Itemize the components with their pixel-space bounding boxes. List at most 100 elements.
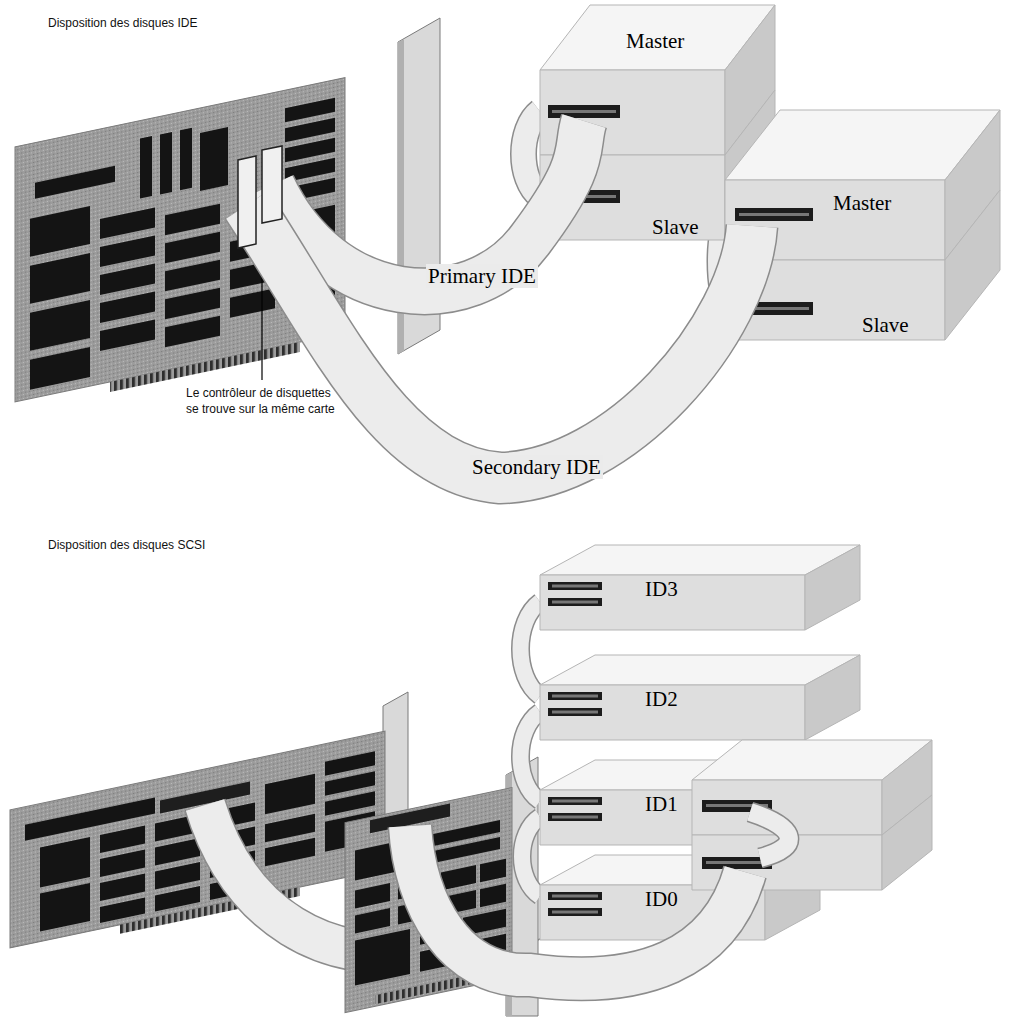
ribbon-cable: [247, 205, 752, 478]
drive-connector: [548, 708, 602, 716]
chip: [200, 127, 228, 191]
drive-connector: [548, 598, 602, 606]
chip: [100, 207, 155, 239]
ribbon-edge: [521, 712, 541, 801]
drive-face: [540, 685, 805, 740]
chip: [100, 874, 145, 901]
label-holder: Disposition des disques SCSI: [48, 538, 205, 552]
section-heading: Disposition des disques IDE: [48, 16, 197, 30]
drive-face: [540, 655, 860, 685]
drive-label: Slave: [862, 313, 909, 337]
chip: [325, 771, 375, 796]
ribbon-cable: [750, 812, 789, 858]
ribbon-cable: [410, 826, 745, 979]
drive-connector: [548, 813, 602, 821]
drive-label: Slave: [652, 215, 699, 239]
chip: [165, 232, 220, 264]
callout-note: Le contrôleur de disquettes se trouve su…: [186, 385, 339, 417]
chip: [100, 291, 155, 323]
chip: [285, 118, 335, 143]
drive-connector: [739, 213, 809, 216]
drive-connector: [552, 816, 598, 819]
chip: [265, 814, 315, 843]
chip: [355, 908, 390, 933]
chip: [100, 826, 145, 853]
drive-face: [945, 190, 1000, 340]
ribbon-cable: [247, 205, 752, 478]
drive-connector: [548, 908, 602, 916]
chip: [35, 166, 115, 199]
drive-label: ID2: [645, 687, 678, 711]
chip: [40, 837, 90, 888]
drive-connector: [548, 692, 602, 700]
drive-label: ID1: [645, 792, 678, 816]
drive-connector: [552, 911, 598, 914]
label-holder: Secondary IDE: [470, 455, 603, 479]
chip: [480, 884, 506, 907]
chip: [30, 253, 90, 304]
ribbon-cable: [272, 121, 584, 291]
chip: [100, 235, 155, 267]
chip: [100, 850, 145, 877]
drive-connector: [548, 892, 602, 900]
ribbon-face: [522, 817, 540, 896]
disk-drive: [706, 861, 768, 864]
chip: [155, 838, 200, 865]
chip: [100, 263, 155, 295]
ribbon-edge: [522, 817, 540, 896]
drive-label: ID3: [645, 577, 678, 601]
chip: [265, 774, 315, 815]
drive-body: [540, 545, 860, 630]
ribbon-cable: [272, 121, 584, 291]
chip: [355, 929, 410, 986]
ribbon-face: [521, 602, 541, 696]
label-holder: Disposition des disques IDE: [48, 16, 197, 30]
ribbon-cable: [750, 812, 789, 858]
chip: [160, 132, 172, 195]
ribbon-cable: [521, 602, 541, 696]
chip: [285, 138, 335, 163]
chip: [325, 751, 375, 776]
chip: [30, 206, 90, 257]
chip: [230, 288, 275, 317]
card-connector: [238, 156, 256, 248]
ribbon-cable: [272, 121, 584, 291]
drive-connector: [552, 585, 598, 588]
drive-connector: [552, 695, 598, 698]
ribbon-cable: [410, 826, 745, 979]
ribbon-edge: [521, 602, 541, 696]
drive-body: [540, 655, 860, 740]
ribbon-face: [521, 712, 541, 801]
chip: [165, 260, 220, 292]
drive-connector: [548, 105, 620, 118]
chip: [480, 859, 506, 882]
ide-card: [110, 342, 300, 392]
drive-face: [540, 545, 860, 575]
chip: [325, 791, 375, 816]
drive-connector: [735, 208, 813, 221]
drive-face: [805, 655, 860, 740]
ribbon-edge: [524, 112, 541, 197]
chip: [165, 288, 220, 320]
ribbon-cable: [247, 205, 752, 478]
chip: [355, 883, 390, 908]
chip: [40, 883, 90, 932]
ribbon-cable: [522, 817, 540, 896]
chip: [441, 865, 476, 890]
disk-drive: ID2: [540, 655, 860, 740]
chip: [100, 898, 145, 923]
ribbon-face: [524, 112, 541, 197]
disk-drive: [692, 740, 932, 835]
drive-label: Master: [833, 191, 891, 215]
drive-connector: [552, 895, 598, 898]
chip: [155, 862, 200, 889]
chip: [180, 128, 192, 191]
cable-label: Secondary IDE: [470, 455, 603, 479]
chip: [140, 136, 152, 199]
disk-drive: ID3: [540, 545, 860, 630]
ribbon-cable: [521, 712, 541, 801]
disk-drive: [882, 795, 932, 890]
cable-label: Primary IDE: [426, 264, 538, 288]
